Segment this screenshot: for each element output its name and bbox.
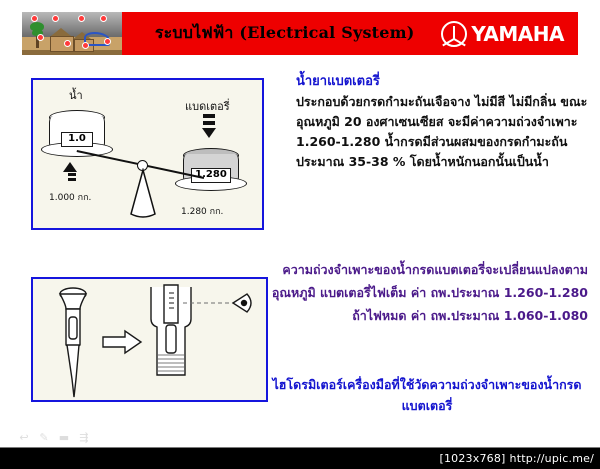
up-arrow-stem xyxy=(68,173,76,176)
yamaha-logo: YAMAHA xyxy=(441,20,578,47)
scale-left-label: น้ำ xyxy=(69,89,83,102)
source-url-label: http://upic.me/ xyxy=(509,452,594,465)
tree-foliage-icon xyxy=(32,29,43,36)
down-arrow-stem xyxy=(203,121,215,125)
status-bar: [1023x768] http://upic.me/ xyxy=(0,448,600,469)
spark-icon xyxy=(100,15,107,22)
hydrometer-illustration xyxy=(58,284,252,398)
tree-foliage-icon xyxy=(30,22,44,31)
image-resolution-label: [1023x768] xyxy=(439,452,506,465)
spark-icon xyxy=(52,15,59,22)
spark-icon xyxy=(82,42,89,49)
water-specific-gravity-value: 1.0 xyxy=(61,132,93,147)
viewer-toolbar: ↩ ✎ ▬ ⇶ xyxy=(0,428,600,448)
down-arrow-stem xyxy=(203,114,215,118)
paragraph-specific-gravity-temperature: ความถ่วงจำเพาะของน้ำกรดแบตเตอรี่จะเปลี่ย… xyxy=(271,262,588,323)
back-arrow-icon[interactable]: ↩ xyxy=(19,430,29,444)
slide-canvas: ระบบไฟฟ้า (Electrical System) YAMAHA น้ำ… xyxy=(22,12,588,413)
house-roof-icon xyxy=(51,28,71,36)
paragraph-battery-fluid-composition: ประกอบด้วยกรดกำมะถันเจือจาง ไม่มีสี ไม่ม… xyxy=(296,94,588,169)
yamaha-wordmark: YAMAHA xyxy=(471,21,564,46)
scale-right-label: แบดเตอรี่ xyxy=(185,100,230,113)
fulcrum-icon xyxy=(129,168,157,218)
header-banner: ระบบไฟฟ้า (Electrical System) YAMAHA xyxy=(22,12,578,55)
balance-scale-diagram: น้ำ แบดเตอรี่ 1.0 1.000 กก. 1.280 1.280 … xyxy=(31,78,264,230)
water-weight-label: 1.000 กก. xyxy=(49,193,92,203)
page-title: ระบบไฟฟ้า (Electrical System) xyxy=(154,23,415,42)
hydrometer-diagram xyxy=(31,277,268,402)
yamaha-tuning-fork-icon xyxy=(441,20,468,47)
acid-weight-label: 1.280 กก. xyxy=(181,207,224,217)
page-icon[interactable]: ▬ xyxy=(58,430,70,444)
up-arrow-icon xyxy=(63,162,77,172)
down-arrow-icon xyxy=(202,128,216,138)
spark-icon xyxy=(104,38,111,45)
section-heading-battery-fluid: น้ำยาแบตเตอรี่ xyxy=(296,74,380,89)
pencil-icon[interactable]: ✎ xyxy=(39,430,49,444)
thumbnail-grass xyxy=(22,50,122,55)
up-arrow-stem xyxy=(68,178,76,181)
village-scene-thumbnail xyxy=(22,12,122,55)
spark-icon xyxy=(37,34,44,41)
spark-icon xyxy=(78,15,85,22)
house-roof-icon xyxy=(73,32,91,39)
spark-icon xyxy=(31,15,38,22)
spark-icon xyxy=(64,40,71,47)
paragraph-hydrometer-definition: ไฮโดรมิเตอร์เครื่องมือที่ใช้วัดความถ่วงจ… xyxy=(272,377,582,413)
forward-arrow-icon[interactable]: ⇶ xyxy=(79,430,89,444)
